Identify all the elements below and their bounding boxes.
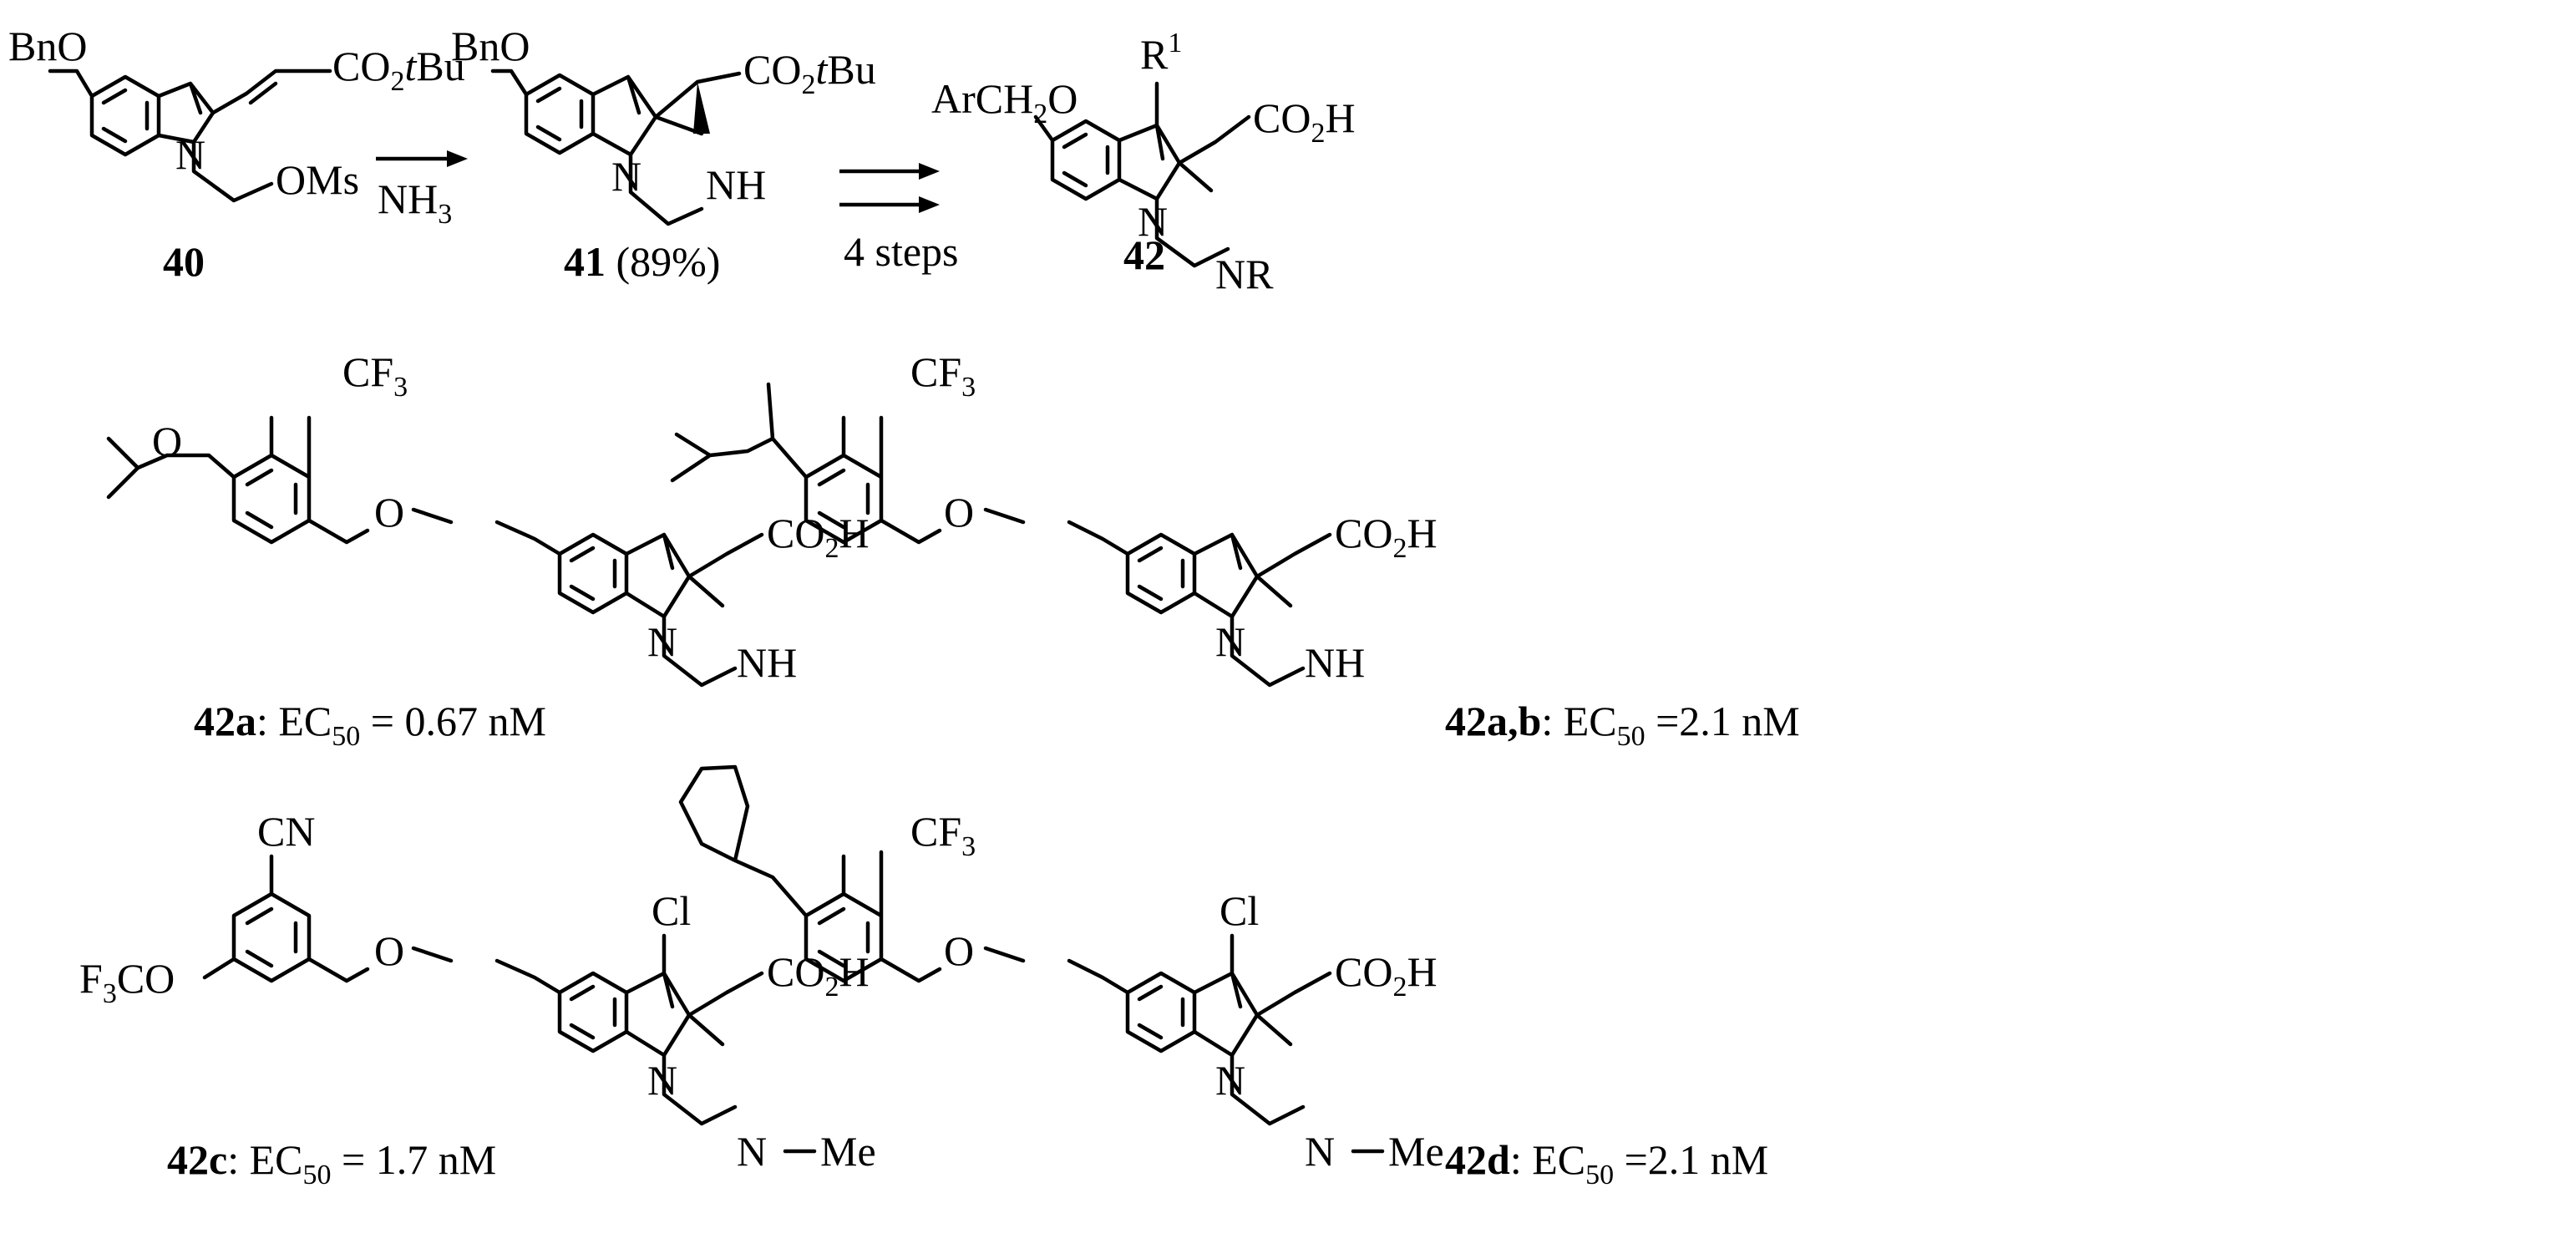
c40-id: 40 [163, 238, 205, 285]
c42a-nh-label: NH [737, 639, 797, 686]
c42-id: 42 [1123, 231, 1165, 278]
c42c-caption: 42c: EC50 = 1.7 nM [167, 1136, 496, 1190]
c42-acid-label: CO2H [1253, 94, 1356, 149]
c42ab-cf3-label: CF3 [910, 348, 976, 403]
compound-42: ArCH2O R1 CO2H N NR 42 [931, 28, 1356, 297]
c41-ester-label: CO2tBu [743, 46, 876, 100]
c42ab-acid-label: CO2H [1335, 510, 1438, 564]
c40-ester-label: CO2tBu [332, 43, 465, 97]
c42d-link-o: O [944, 927, 974, 974]
c42c-nme-n: N [737, 1128, 767, 1175]
compound-42a: CF3 O O CO2H N NH 42a: EC50 = 0.67 nM [106, 348, 870, 752]
c42c-methyl-label: Me [820, 1128, 876, 1175]
c42a-acid-label: CO2H [767, 510, 870, 564]
c42d-n-label: N [1215, 1057, 1245, 1104]
compound-41: BnO N NH CO2tBu 41 (89%) [451, 23, 876, 285]
reagent-ammonia: NH3 [378, 175, 452, 230]
c41-nh-label: NH [706, 161, 766, 208]
c40-bno-label: BnO [8, 23, 87, 69]
c40-n-label: N [175, 131, 205, 178]
compound-42c: CN F3CO O Cl CO2H N N Me 42c: EC50 = 1.7… [79, 808, 876, 1190]
c42d-nme-n: N [1305, 1128, 1335, 1175]
c42c-cl-label: Cl [652, 887, 691, 934]
c42c-ocf3-label: F3CO [79, 955, 175, 1009]
c42a-n-label: N [647, 618, 677, 665]
c40-oms-label: OMs [276, 156, 359, 203]
c42a-ether-o: O [152, 418, 182, 465]
c42ab-bonds [670, 382, 1332, 688]
c41-bonds [490, 69, 742, 226]
four-steps-label: 4 steps [844, 228, 959, 275]
c42c-n-label: N [647, 1057, 677, 1104]
c42-r1-label: R1 [1140, 28, 1182, 78]
c41-n-label: N [611, 153, 641, 200]
c42-nr-label: NR [1215, 251, 1274, 297]
c42ab-caption: 42a,b: EC50 =2.1 nM [1445, 698, 1800, 752]
c42a-bonds [106, 415, 764, 688]
c42d-cl-label: Cl [1220, 887, 1259, 934]
c41-bno-label: BnO [451, 23, 530, 69]
c42-bonds [1033, 81, 1251, 268]
c41-caption: 41 (89%) [564, 238, 720, 285]
c42c-cn-label: CN [257, 808, 315, 855]
c42-n-label: N [1138, 198, 1168, 245]
arrow-step-2[interactable]: 4 steps [839, 163, 959, 275]
arrow-step-1[interactable]: NH3 [376, 150, 468, 230]
c42ab-nh-label: NH [1305, 639, 1365, 686]
c42c-bonds [202, 854, 817, 1154]
c41-stereo-wedge [693, 82, 710, 134]
c42a-caption: 42a: EC50 = 0.67 nM [194, 698, 546, 752]
c42d-caption: 42d: EC50 =2.1 nM [1445, 1136, 1768, 1190]
compound-42ab: CF3 O CO2H N NH 42a,b: EC50 =2.1 nM [670, 348, 1800, 752]
c42-arch2o-label: ArCH2O [931, 75, 1078, 129]
c40-bonds [48, 69, 332, 203]
c42d-methyl-label: Me [1388, 1128, 1444, 1175]
c42d-bonds [678, 764, 1385, 1154]
c42c-acid-label: CO2H [767, 948, 870, 1003]
c42ab-link-o: O [944, 489, 974, 536]
c42c-link-o: O [374, 927, 404, 974]
c42d-cf3-label: CF3 [910, 808, 976, 862]
c42d-acid-label: CO2H [1335, 948, 1438, 1003]
compound-42d: CF3 O Cl CO2H N N Me 42d: EC50 =2.1 nM [678, 764, 1768, 1190]
compound-40: BnO N CO2tBu OMs 40 [8, 23, 465, 285]
c42a-link-o: O [374, 489, 404, 536]
c42a-cf3-label: CF3 [342, 348, 408, 403]
c42ab-n-label: N [1215, 618, 1245, 665]
